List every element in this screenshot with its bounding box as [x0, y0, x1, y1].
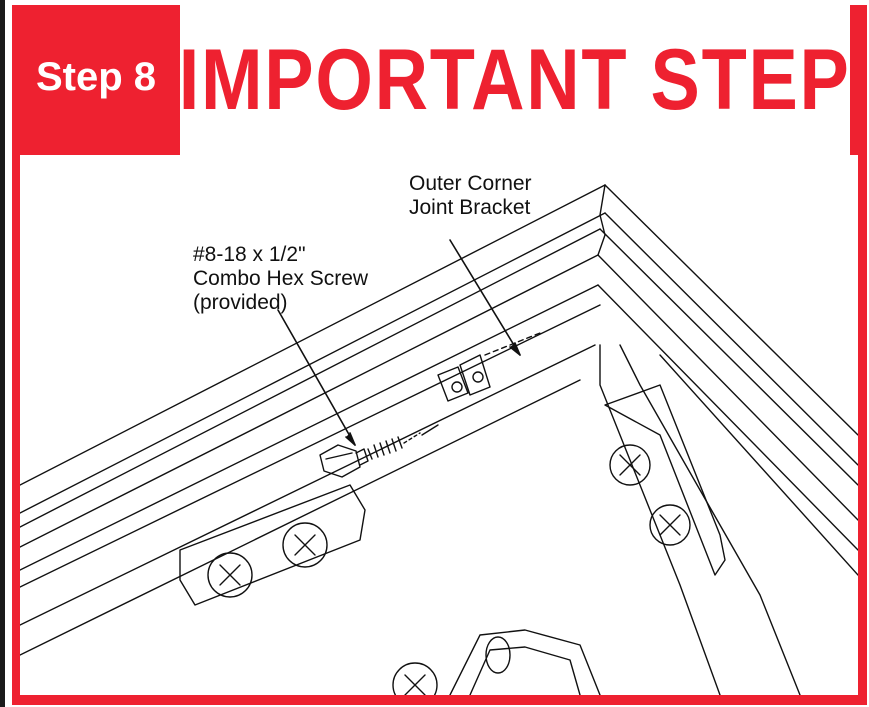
lower-clip-left — [179, 484, 366, 606]
step-number-label: Step 8 — [35, 55, 157, 99]
hex-screw — [319, 424, 439, 478]
lower-plate — [392, 629, 601, 695]
screw-callout-line3: (provided) — [193, 291, 288, 314]
right-clip — [604, 384, 726, 576]
screw-callout-line2: Combo Hex Screw — [193, 267, 369, 290]
side-rail — [20, 184, 606, 656]
corner-joint-bracket — [437, 332, 541, 402]
title-box: IMPORTANT STEP — [179, 5, 851, 155]
bracket-callout-line1: Outer Corner — [409, 172, 532, 195]
illustration-area — [20, 155, 858, 695]
bracket-callout-line2: Joint Bracket — [409, 196, 531, 219]
assembly-illustration — [20, 184, 858, 695]
callout-leaders — [277, 239, 521, 446]
corner-rail — [597, 184, 858, 695]
bracket-callout: Outer Corner Joint Bracket — [409, 172, 532, 220]
screw-callout: #8-18 x 1/2" Combo Hex Screw (provided) — [193, 243, 368, 315]
left-edge-rule — [0, 0, 5, 707]
screw-callout-line1: #8-18 x 1/2" — [193, 243, 306, 266]
page-title: IMPORTANT STEP — [179, 31, 851, 128]
step-badge: Step 8 — [12, 5, 180, 150]
